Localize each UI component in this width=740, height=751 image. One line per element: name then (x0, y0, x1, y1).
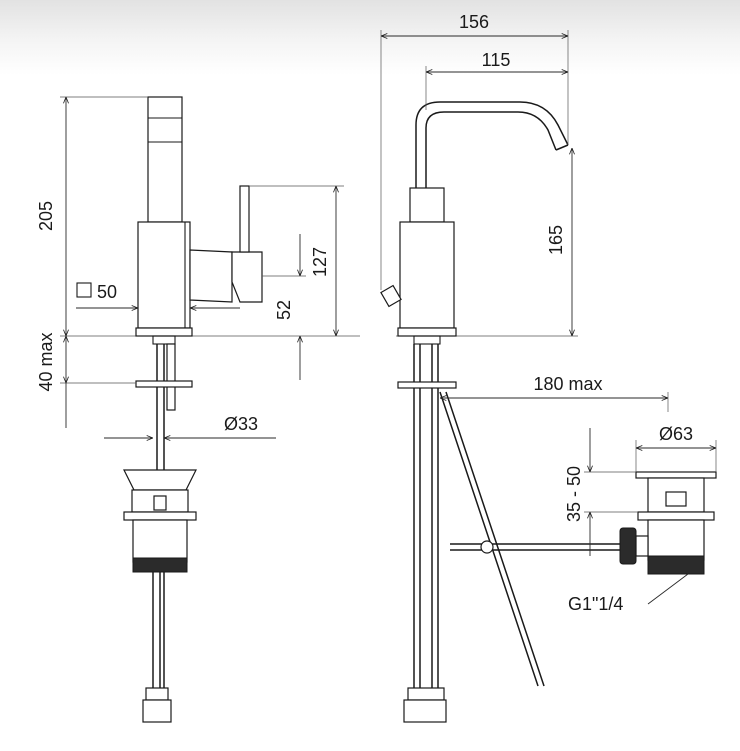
dim-label-52: 52 (274, 300, 294, 320)
side-body (137, 221, 191, 329)
dim-label-35-50: 35 - 50 (564, 466, 584, 522)
side-hose-nut (142, 699, 172, 723)
dim-label-165: 165 (546, 225, 566, 255)
leader-line (647, 573, 689, 605)
dim-label-156: 156 (459, 12, 489, 32)
front-spout (415, 101, 569, 188)
side-drain-flange (123, 469, 197, 491)
side-lever-joint (189, 249, 233, 303)
dim-label-50: 50 (97, 282, 117, 302)
dim-label-d33: Ø33 (224, 414, 258, 434)
front-knob (380, 284, 402, 308)
side-drain-thread (132, 557, 188, 573)
drain-body (647, 519, 705, 561)
rod-pivot (480, 540, 494, 554)
drain-knob-icon (619, 527, 637, 565)
front-body (399, 221, 455, 329)
side-mount-nut (135, 380, 193, 388)
side-drain-body (132, 519, 188, 563)
square-icon (76, 282, 92, 298)
dim-label-115: 115 (482, 50, 511, 70)
dim-label-d63: Ø63 (659, 424, 693, 444)
drain-rod (439, 391, 539, 687)
front-hose-nut (403, 699, 447, 723)
dim-label-40max: 40 max (36, 332, 56, 391)
side-spout-column (147, 96, 183, 223)
side-lever-handle (239, 185, 250, 253)
dim-label-thread: G1"1/4 (568, 594, 623, 614)
dim-label-205: 205 (36, 201, 56, 231)
drain-flange (635, 471, 717, 479)
drain-thread (647, 555, 705, 575)
side-view: 205 50 40 max Ø33 127 52 (36, 96, 360, 723)
front-mount-nut (397, 381, 457, 389)
dim-label-180max: 180 max (533, 374, 602, 394)
dim-label-127: 127 (310, 247, 330, 277)
front-view: 156 115 165 180 max Ø63 35 - 50 G1"1/4 (380, 12, 717, 723)
